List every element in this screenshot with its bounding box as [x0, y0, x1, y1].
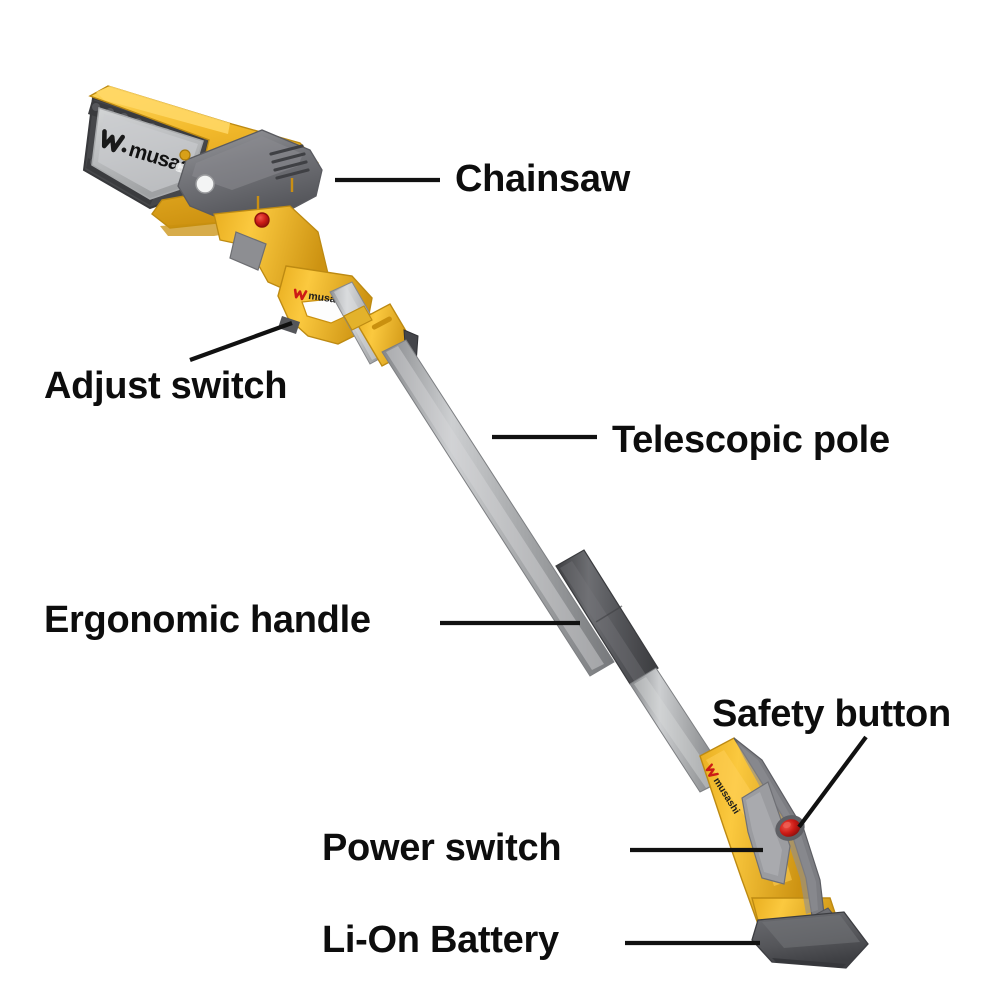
- safety-button[interactable]: [771, 811, 808, 845]
- motor-housing: [177, 129, 323, 221]
- leader-lines: [189, 177, 868, 946]
- vent-slots: [269, 144, 310, 180]
- callout-label-adjust-switch: Adjust switch: [44, 365, 288, 407]
- leader-safety-button: [797, 735, 868, 829]
- battery-pack: [751, 911, 869, 969]
- leader-adjust-switch: [189, 321, 293, 362]
- callout-label-ergonomic-handle: Ergonomic handle: [44, 599, 371, 641]
- callout-label-chainsaw: Chainsaw: [455, 158, 630, 200]
- head-trigger: [229, 231, 267, 271]
- lower-pole: [381, 339, 615, 677]
- callout-label-power-switch: Power switch: [322, 827, 562, 869]
- callout-label-telescopic-pole: Telescopic pole: [612, 419, 890, 461]
- power-switch-trigger[interactable]: [741, 781, 791, 885]
- callout-label-safety-button: Safety button: [712, 693, 951, 735]
- callout-label-li-on-battery: Li-On Battery: [322, 919, 559, 961]
- head-red-button: [254, 212, 270, 228]
- ergonomic-grip: [555, 549, 659, 685]
